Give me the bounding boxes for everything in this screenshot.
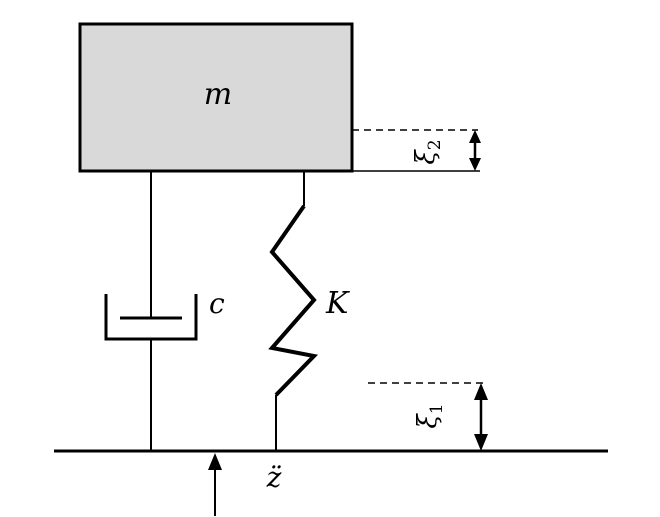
spring-label: K <box>325 286 350 321</box>
mass-block <box>78 22 354 173</box>
spring <box>268 171 319 451</box>
damper <box>104 171 198 451</box>
xi2-label: ξ2 <box>411 139 445 164</box>
damper-label: c <box>209 287 225 320</box>
base-acceleration-label: z̈ <box>266 461 282 494</box>
base-excitation-arrow <box>208 453 222 516</box>
mass-label: m <box>204 77 232 112</box>
xi1-dimension <box>368 382 488 451</box>
xi1-label: ξ1 <box>413 403 447 428</box>
xi2-dimension <box>352 129 481 172</box>
